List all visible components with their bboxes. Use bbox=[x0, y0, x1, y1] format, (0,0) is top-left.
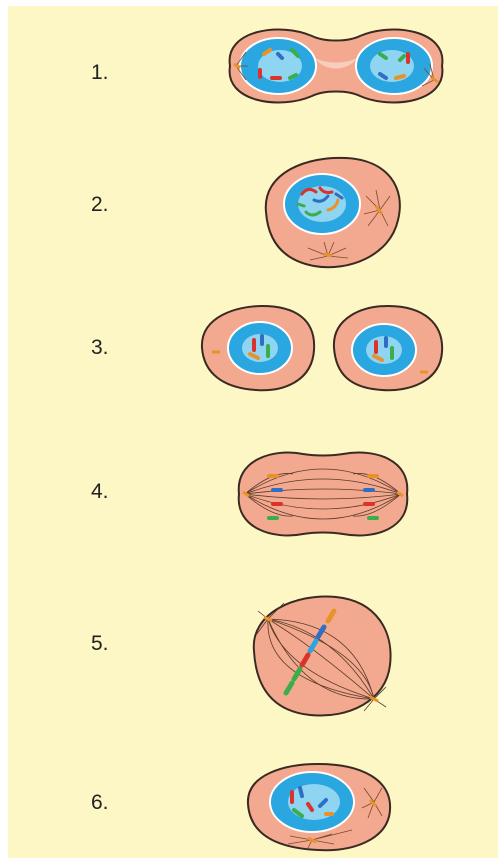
stage-label-3: 3. bbox=[91, 336, 109, 360]
stage-label-5: 5. bbox=[91, 632, 109, 656]
daughter-cells-icon bbox=[198, 302, 448, 394]
telophase-cell-icon bbox=[220, 20, 452, 112]
stage-label-6: 6. bbox=[91, 791, 109, 815]
prophase-cell-icon bbox=[258, 154, 406, 272]
early-prophase-cell-icon bbox=[242, 762, 398, 854]
diagram-panel: 1. 2. 3. 4. 5. 6. bbox=[8, 6, 498, 858]
anaphase-cell-icon bbox=[233, 444, 413, 544]
stage-label-1: 1. bbox=[91, 61, 109, 85]
stage-label-2: 2. bbox=[91, 193, 109, 217]
metaphase-cell-icon bbox=[244, 591, 396, 721]
stage-label-4: 4. bbox=[91, 480, 109, 504]
